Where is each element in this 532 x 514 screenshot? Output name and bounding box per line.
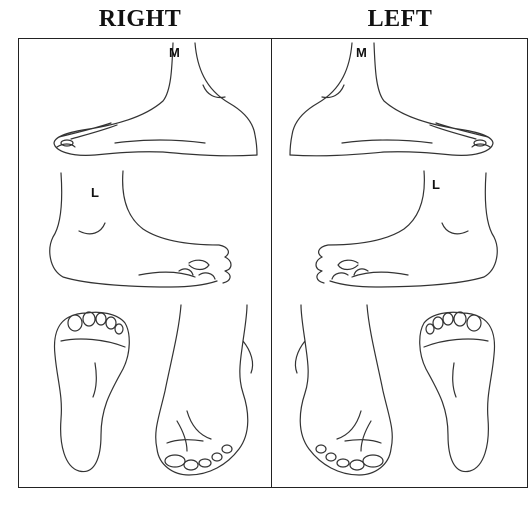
left-medial-view — [282, 39, 502, 161]
left-lateral-view — [308, 167, 508, 295]
lateral-label-right: L — [91, 185, 99, 200]
left-plantar-view — [410, 307, 510, 477]
left-foot-panel: M L — [271, 38, 528, 488]
right-foot-header: RIGHT — [60, 4, 220, 34]
right-dorsal-view — [147, 301, 262, 481]
lateral-label-left: L — [432, 177, 440, 192]
left-dorsal-view — [286, 301, 401, 481]
left-foot-header: LEFT — [320, 4, 480, 34]
right-plantar-view — [39, 307, 139, 477]
right-medial-view — [45, 39, 265, 161]
medial-label-right: M — [169, 45, 180, 60]
right-lateral-view — [39, 167, 239, 295]
right-foot-panel: M L — [18, 38, 273, 488]
medial-label-left: M — [356, 45, 367, 60]
